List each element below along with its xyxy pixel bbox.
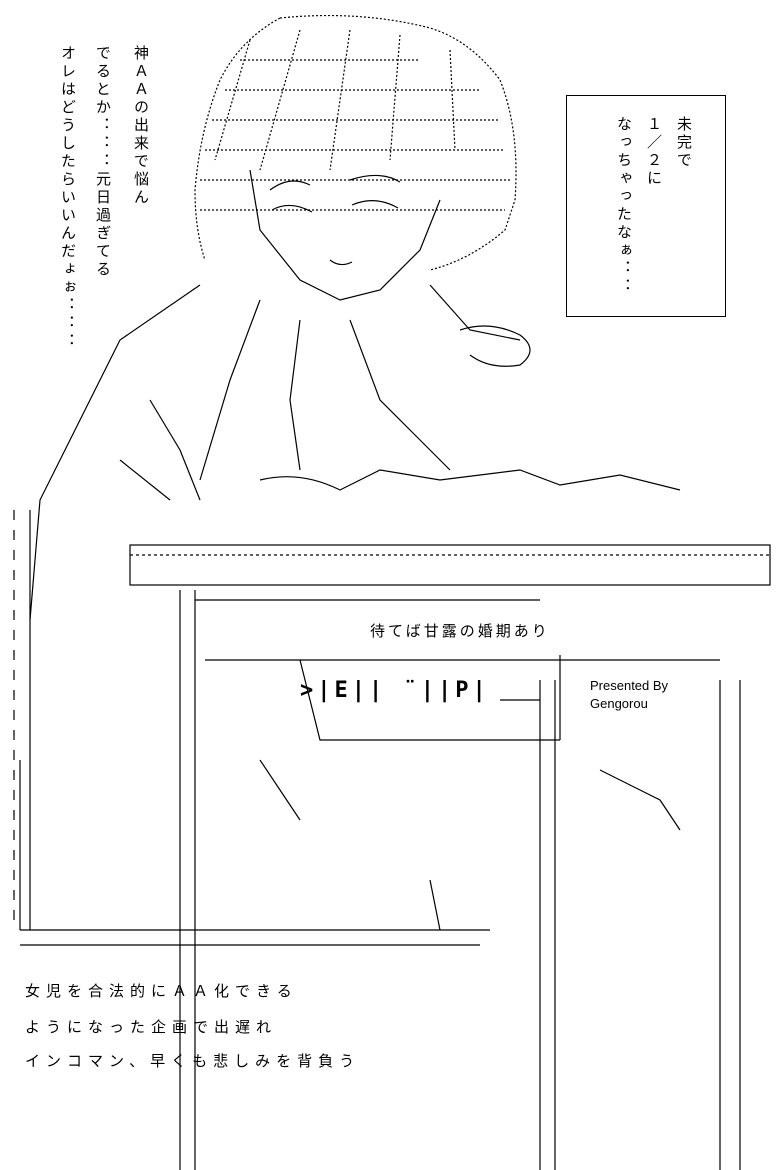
bottom-line-1: 女児を合法的にＡＡ化できる [25, 982, 298, 1000]
banner-tagline: 待てば甘露の婚期あり [370, 622, 550, 640]
speech-line-3: なっちゃったなぁ：： [615, 116, 633, 296]
body [29, 284, 531, 621]
hair-shape [194, 14, 517, 271]
speech-box: 未完で １／２に なっちゃったなぁ：： [566, 95, 726, 317]
logo-mark: >|E|| ¨||P| [300, 678, 490, 703]
left-text-line-3: オレはどうしたらいいんだょぉ：：： [59, 45, 77, 351]
speech-line-1: 未完で [675, 116, 693, 170]
presented-by-label: Presented By [590, 678, 669, 693]
speech-line-2: １／２に [645, 116, 663, 188]
desk [19, 510, 741, 1170]
left-text-line-2: でるとか：：：元日過ぎてる [94, 45, 112, 279]
author-name: Gengorou [590, 696, 648, 711]
bottom-line-2: ようになった企画で出遅れ [25, 1018, 278, 1036]
bottom-line-3: インコマン、早くも悲しみを背負う [25, 1052, 361, 1070]
credit-block: Presented By Gengorou [590, 677, 668, 713]
banner-frame [129, 469, 771, 741]
left-text-line-1: 神ＡＡの出来で悩ん [132, 45, 150, 207]
face [249, 169, 441, 301]
